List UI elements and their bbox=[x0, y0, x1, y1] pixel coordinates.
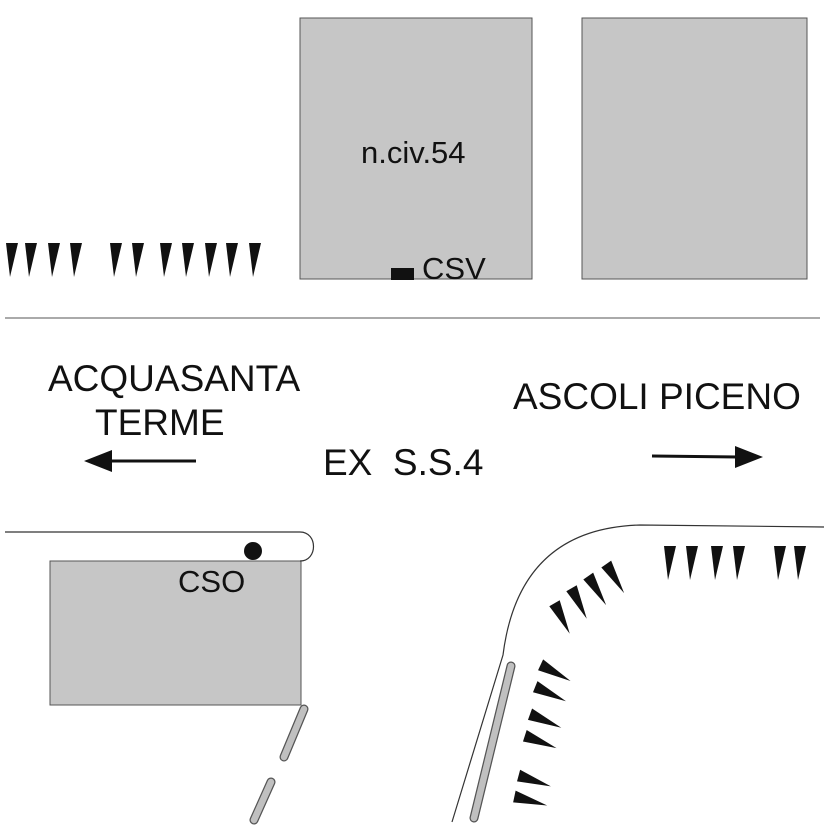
hachure-mark-icon bbox=[538, 659, 571, 681]
direction-left-line2: TERME bbox=[95, 402, 225, 443]
hachure-mark-icon bbox=[686, 546, 698, 580]
hachure-mark-icon bbox=[733, 546, 745, 580]
csv-marker-icon[interactable] bbox=[391, 268, 414, 280]
hachure-mark-icon bbox=[6, 243, 18, 277]
hachure-mark-icon bbox=[794, 546, 806, 580]
building-number-label: n.civ.54 bbox=[361, 135, 466, 170]
hachure-mark-icon bbox=[48, 243, 60, 277]
pipe-segment-southwest-2-fill bbox=[250, 778, 275, 824]
direction-left-line1: ACQUASANTA bbox=[48, 358, 301, 399]
hachure-mark-icon bbox=[517, 769, 551, 787]
hachure-mark-icon bbox=[132, 243, 144, 277]
hachure-mark-icon bbox=[522, 730, 557, 749]
hachure-mark-icon bbox=[532, 681, 567, 702]
hachure-mark-icon bbox=[527, 708, 562, 728]
road-edge-south-east-curve bbox=[451, 524, 825, 823]
hachure-mark-icon bbox=[549, 600, 570, 634]
hachure-mark-icon bbox=[566, 585, 587, 619]
cso-label: CSO bbox=[178, 564, 246, 599]
road-name-label: EX S.S.4 bbox=[323, 442, 484, 483]
building-southwest[interactable] bbox=[49, 560, 302, 706]
arrow-left-icon bbox=[84, 450, 196, 472]
embankment-northwest bbox=[6, 243, 261, 277]
hachure-mark-icon bbox=[249, 243, 261, 277]
hachure-mark-icon bbox=[711, 546, 723, 580]
road-edge-south-west bbox=[5, 531, 314, 562]
hachure-mark-icon bbox=[583, 572, 607, 606]
building-east[interactable] bbox=[581, 17, 808, 280]
pipe-segment-southeast-fill bbox=[470, 662, 515, 822]
hachure-mark-icon bbox=[664, 546, 676, 580]
arrow-right-icon bbox=[651, 446, 763, 468]
embankment-curve bbox=[513, 560, 625, 806]
csv-label: CSV bbox=[422, 251, 486, 286]
hachure-mark-icon bbox=[160, 243, 172, 277]
pipe-segment-southwest-1-fill bbox=[280, 705, 308, 761]
hachure-mark-icon bbox=[182, 243, 194, 277]
hachure-mark-icon bbox=[774, 546, 786, 580]
embankment-east bbox=[664, 546, 806, 580]
direction-right-label: ASCOLI PICENO bbox=[513, 376, 801, 417]
cso-marker-icon[interactable] bbox=[244, 542, 262, 560]
building-civ-54[interactable] bbox=[299, 17, 533, 280]
hachure-mark-icon bbox=[205, 243, 217, 277]
hachure-mark-icon bbox=[226, 243, 238, 277]
hachure-mark-icon bbox=[601, 560, 625, 594]
hachure-mark-icon bbox=[110, 243, 122, 277]
hachure-mark-icon bbox=[70, 243, 82, 277]
hachure-mark-icon bbox=[25, 243, 37, 277]
hachure-mark-icon bbox=[513, 790, 548, 806]
